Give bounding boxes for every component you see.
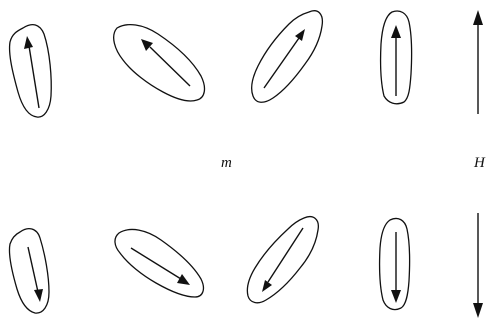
particle-bottom-4 xyxy=(380,218,410,309)
arrow-head xyxy=(295,29,305,41)
particle-top-3 xyxy=(252,11,323,103)
moment-arrow xyxy=(131,248,181,279)
particle-outline xyxy=(9,229,49,313)
field-arrow-head xyxy=(473,303,483,318)
moment-arrow xyxy=(29,46,39,108)
particle-bottom-2 xyxy=(115,229,203,297)
arrow-head xyxy=(262,280,272,292)
particle-top-4 xyxy=(381,11,412,104)
particle-bottom-1 xyxy=(9,229,49,313)
arrow-head xyxy=(177,274,190,285)
particle-outline xyxy=(10,25,52,117)
moment-arrow xyxy=(28,247,38,292)
field-arrow-down xyxy=(473,213,483,318)
arrow-head xyxy=(391,290,401,303)
particle-outline xyxy=(114,25,205,101)
arrow-head xyxy=(391,25,401,38)
top-row xyxy=(10,10,483,117)
bottom-row xyxy=(9,213,483,318)
field-arrow-head xyxy=(473,10,483,25)
particle-top-1 xyxy=(10,25,52,117)
field-label: H xyxy=(474,156,485,171)
particle-top-2 xyxy=(114,25,205,101)
moment-label: m xyxy=(221,156,232,171)
field-arrow-up xyxy=(473,10,483,114)
particle-outline xyxy=(115,229,203,297)
moment-arrow xyxy=(268,228,303,282)
arrow-head xyxy=(24,36,33,49)
particle-outline xyxy=(252,11,323,103)
moment-arrow xyxy=(264,38,299,88)
arrow-head xyxy=(141,39,153,51)
moment-arrow xyxy=(150,47,190,86)
arrow-head xyxy=(34,289,43,302)
particle-bottom-3 xyxy=(247,217,318,303)
